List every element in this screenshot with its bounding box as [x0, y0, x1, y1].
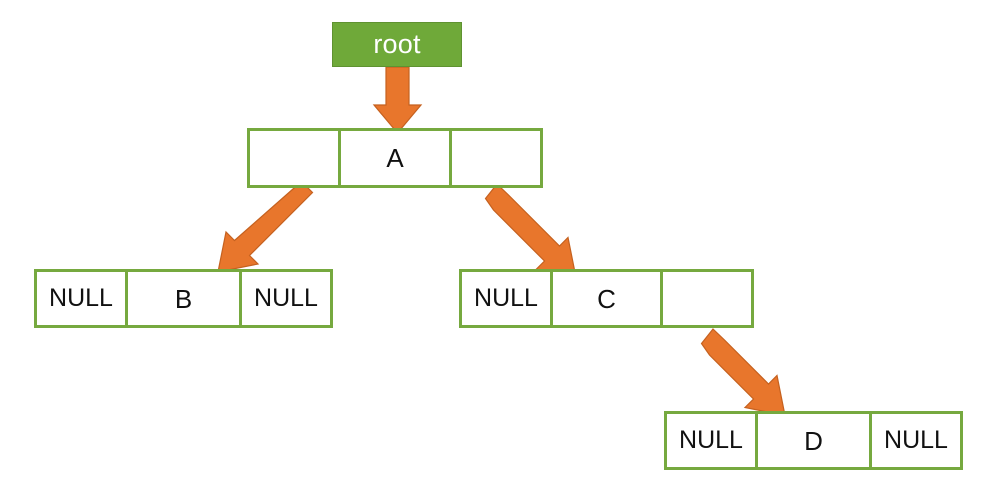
node-d-data-cell: D	[755, 414, 872, 467]
arrow-root-to-a	[372, 66, 423, 134]
arrow-c-right-to-d	[700, 328, 786, 417]
tree-node-a: A	[247, 128, 543, 188]
node-c-right-pointer-cell	[663, 272, 751, 325]
tree-node-d: NULL D NULL	[664, 411, 963, 470]
root-label-text: root	[373, 29, 421, 59]
tree-node-c: NULL C	[459, 269, 754, 328]
node-a-data-cell: A	[338, 131, 452, 185]
node-d-left-pointer-cell: NULL	[667, 414, 755, 467]
node-b-data-cell: B	[125, 272, 242, 325]
arrow-a-left-to-b	[217, 180, 314, 273]
node-c-data-cell: C	[550, 272, 663, 325]
node-d-right-pointer-cell: NULL	[872, 414, 960, 467]
node-b-right-pointer-cell: NULL	[242, 272, 330, 325]
tree-node-b: NULL B NULL	[34, 269, 333, 328]
node-a-left-pointer-cell	[250, 131, 338, 185]
arrow-a-right-to-c	[484, 183, 577, 279]
node-b-left-pointer-cell: NULL	[37, 272, 125, 325]
node-a-right-pointer-cell	[452, 131, 540, 185]
node-c-left-pointer-cell: NULL	[462, 272, 550, 325]
root-label-box: root	[332, 22, 462, 67]
